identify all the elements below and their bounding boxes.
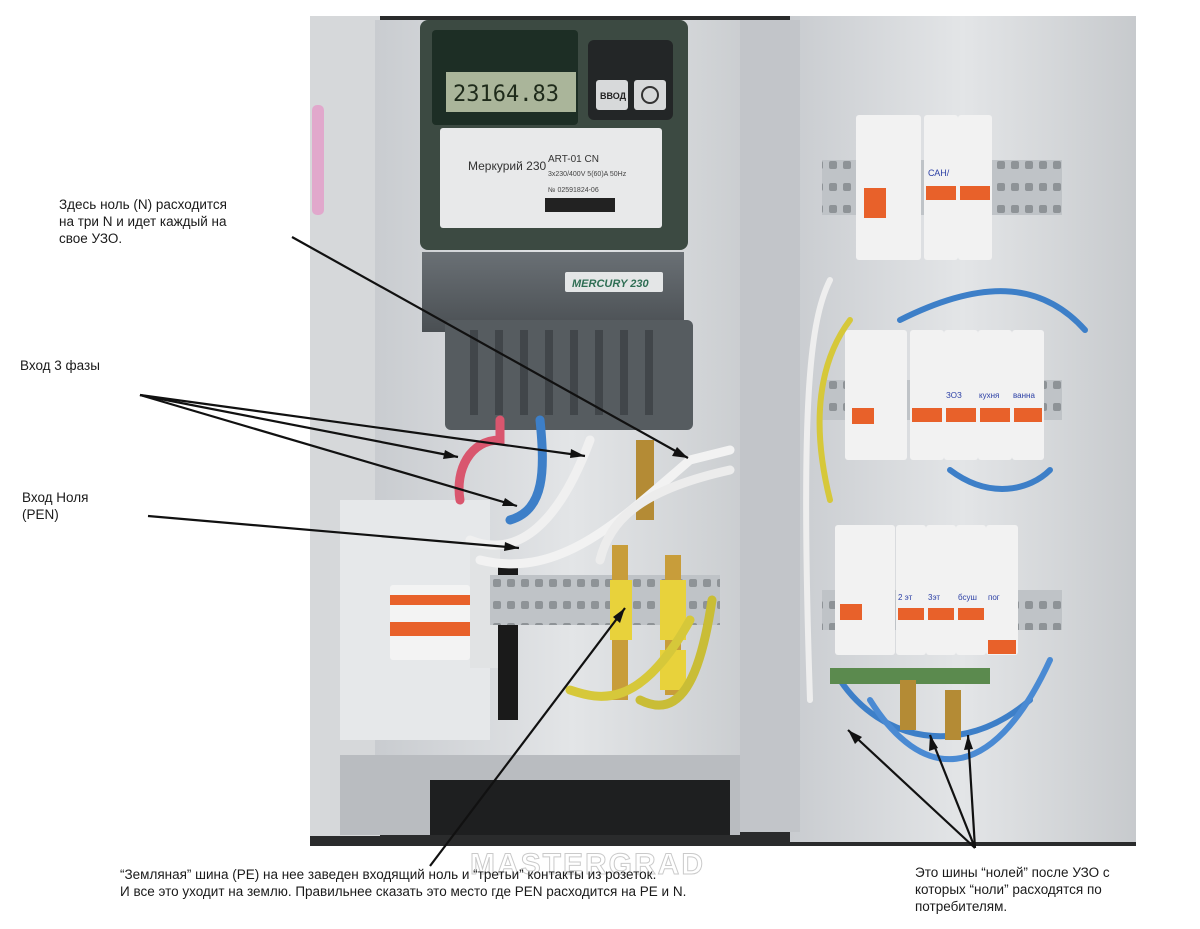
wire-yellow <box>565 615 695 701</box>
power-icon <box>641 86 659 104</box>
breaker-label-mid-0: ЗОЗ <box>946 391 962 400</box>
meter-lcd <box>446 72 576 112</box>
arrow-ground <box>429 607 626 867</box>
meter-specs: 3x230/400V 5(60)A 50Hz <box>548 171 627 178</box>
meter-enter-button <box>596 80 628 110</box>
watermark: MASTERGRAD <box>470 848 705 881</box>
breaker-label-top-0: САН/ <box>928 168 950 178</box>
arrow-neutral-bus-3 <box>966 734 977 849</box>
wire-blue-right-2 <box>947 467 1053 492</box>
wire-yellow-right <box>816 317 853 503</box>
meter-model: ART-01 CN <box>548 154 599 165</box>
pink-tag <box>312 105 324 215</box>
wire-white-right <box>803 277 833 703</box>
meter-enter-label: ВВОД <box>600 91 627 101</box>
meter-serial: № 02591824-06 <box>548 187 599 194</box>
wire-blue-right-3 <box>837 677 1033 740</box>
annotation-neutral-buses: Это шины “нолей” после УЗО с которых “но… <box>915 865 1110 914</box>
annotation-zero-split: Здесь ноль (N) расходится на три N и иде… <box>59 197 227 246</box>
breaker-row-top <box>856 115 992 260</box>
meter-reading: 23164.83 <box>453 82 559 107</box>
wire-yellow-2 <box>635 595 717 710</box>
breaker-label-mid-1: кухня <box>979 391 999 400</box>
breaker-label-bot-0: 2 эт <box>898 593 913 602</box>
meter-brand-plate <box>565 272 663 292</box>
electricity-meter <box>420 20 693 430</box>
meter-dial-button <box>634 80 666 110</box>
wire-white-3 <box>595 465 735 565</box>
meter-brand-plate-text: MERCURY 230 <box>572 278 650 290</box>
arrow-zero-split <box>291 236 689 459</box>
wire-blue-right-1 <box>897 288 1088 333</box>
breaker-label-bot-3: пог <box>988 593 1000 602</box>
wire-blue-left <box>505 415 547 525</box>
annotation-ground-bus: “Земляная” шина (PE) на нее заведен вход… <box>120 867 687 899</box>
annotation-phase-input: Вход 3 фазы <box>20 358 100 373</box>
breaker-label-mid-2: ванна <box>1013 391 1035 400</box>
arrow-neutral-bus-2 <box>928 734 977 849</box>
meter-nameplate <box>440 128 662 228</box>
arrow-phase-1 <box>139 393 459 459</box>
wire-blue-right-4 <box>867 657 1053 763</box>
breaker-label-bot-2: бсуш <box>958 593 977 602</box>
meter-brand-ru: Меркурий 230 <box>468 159 546 173</box>
annotation-neutral-input: Вход Ноля (PEN) <box>22 490 89 522</box>
input-breaker <box>340 500 518 740</box>
arrow-phase-2 <box>139 393 586 458</box>
arrow-neutral-bus-1 <box>847 729 976 849</box>
arrow-heads <box>443 447 973 751</box>
breaker-rows <box>822 115 1062 655</box>
arrow-neutral <box>147 514 520 550</box>
wire-white-2 <box>475 445 735 569</box>
breaker-row-middle <box>845 330 1044 460</box>
arrow-phase-3 <box>139 393 518 508</box>
neutral-bus-bars <box>830 668 990 740</box>
breaker-label-bot-1: 3эт <box>928 593 940 602</box>
breaker-row-bottom <box>835 525 1018 655</box>
annotation-arrows <box>139 236 977 867</box>
